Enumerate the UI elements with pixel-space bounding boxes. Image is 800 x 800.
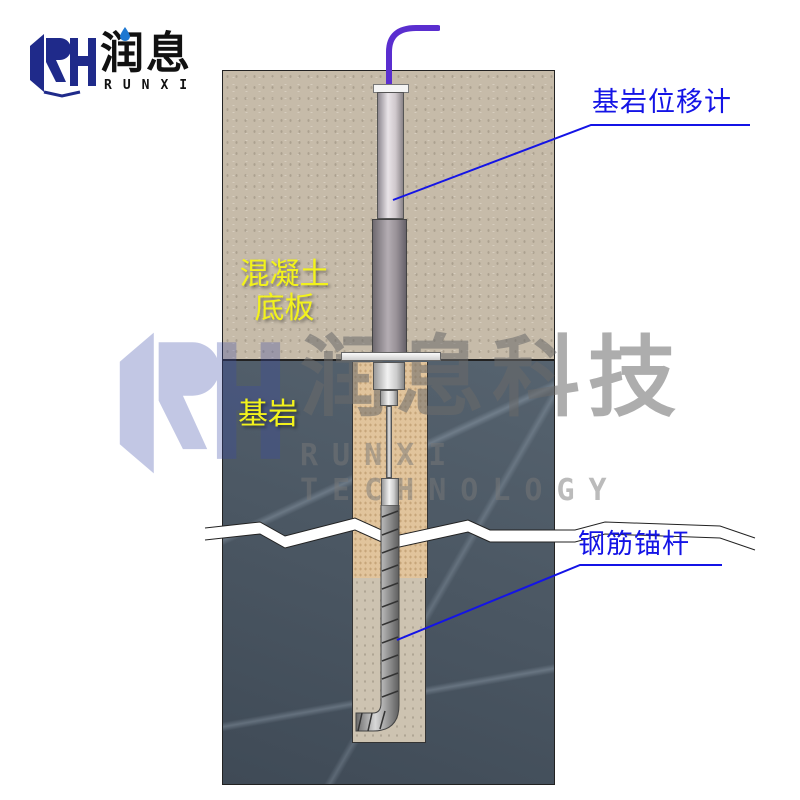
concrete-slab-label: 混凝土 底板 xyxy=(222,258,347,326)
meter-upper-tube xyxy=(377,92,404,219)
rx-hexagon-logo-icon xyxy=(30,34,96,98)
anchor-head xyxy=(373,362,405,390)
rebar-anchor xyxy=(355,505,400,732)
watermark-text-cn: 润息科技 xyxy=(300,326,685,429)
bedrock-label: 基岩 xyxy=(238,397,298,432)
water-drop-icon xyxy=(120,26,130,41)
signal-cable xyxy=(386,25,440,89)
logo-name-cn: 润息 xyxy=(100,28,192,79)
concrete-slab-label-line2: 底板 xyxy=(254,291,315,326)
callout-displacement-meter: 基岩位移计 xyxy=(592,87,732,118)
watermark-text-en: RUNXI TECHNOLOGY xyxy=(300,438,621,508)
meter-protective-sleeve xyxy=(372,219,407,354)
callout-rebar-anchor: 钢筋锚杆 xyxy=(578,529,690,560)
watermark-logo-icon xyxy=(100,318,295,488)
break-line xyxy=(204,517,756,551)
mounting-plate xyxy=(341,352,441,361)
anchor-head-lower xyxy=(380,390,398,406)
company-logo xyxy=(22,28,102,98)
concrete-slab-label-line1: 混凝土 xyxy=(239,257,330,292)
logo-name-en: RUNXI xyxy=(104,78,199,93)
transmission-rod xyxy=(386,406,392,478)
